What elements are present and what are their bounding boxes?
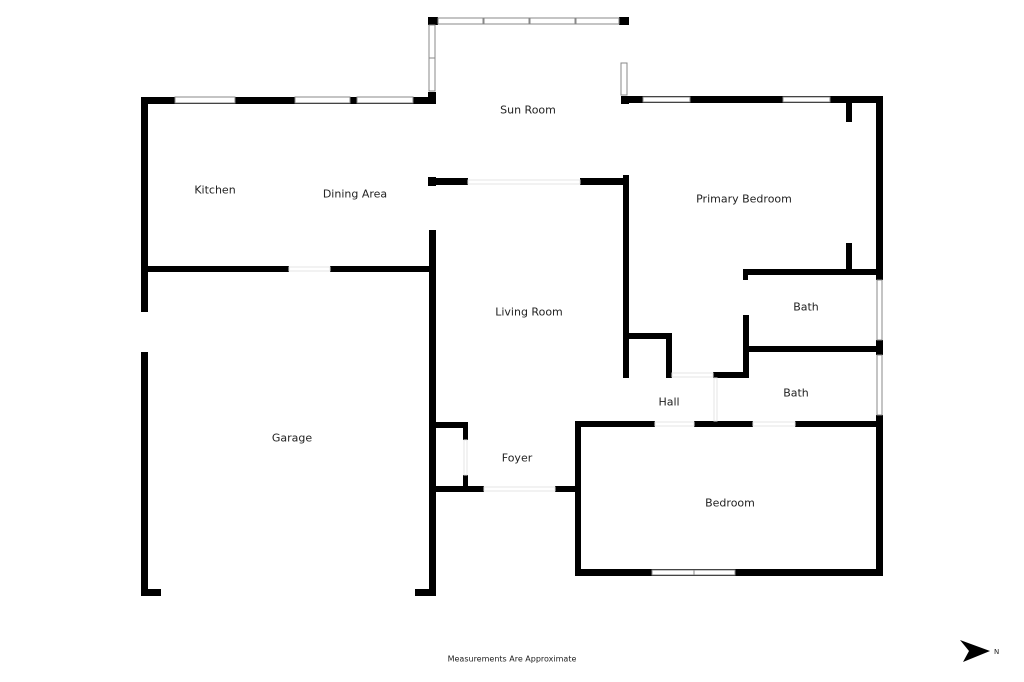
- room-label-dining-area: Dining Area: [322, 187, 388, 201]
- room-label-foyer: Foyer: [501, 451, 533, 465]
- room-label-bath-1: Bath: [793, 300, 819, 314]
- north-arrow-icon: [960, 640, 990, 662]
- room-label-primary-bedroom: Primary Bedroom: [696, 192, 792, 206]
- windows: [174, 17, 883, 576]
- room-label-bath-2: Bath: [783, 386, 809, 400]
- room-label-sun-room: Sun Room: [500, 103, 556, 117]
- room-label-kitchen: Kitchen: [194, 183, 236, 197]
- openings: [288, 179, 796, 492]
- room-label-bedroom: Bedroom: [705, 496, 755, 510]
- room-label-living-room: Living Room: [495, 305, 563, 319]
- compass-label: N: [994, 648, 1000, 656]
- room-label-garage: Garage: [271, 431, 313, 445]
- room-label-hall: Hall: [658, 395, 680, 409]
- footer-note: Measurements Are Approximate: [447, 654, 577, 664]
